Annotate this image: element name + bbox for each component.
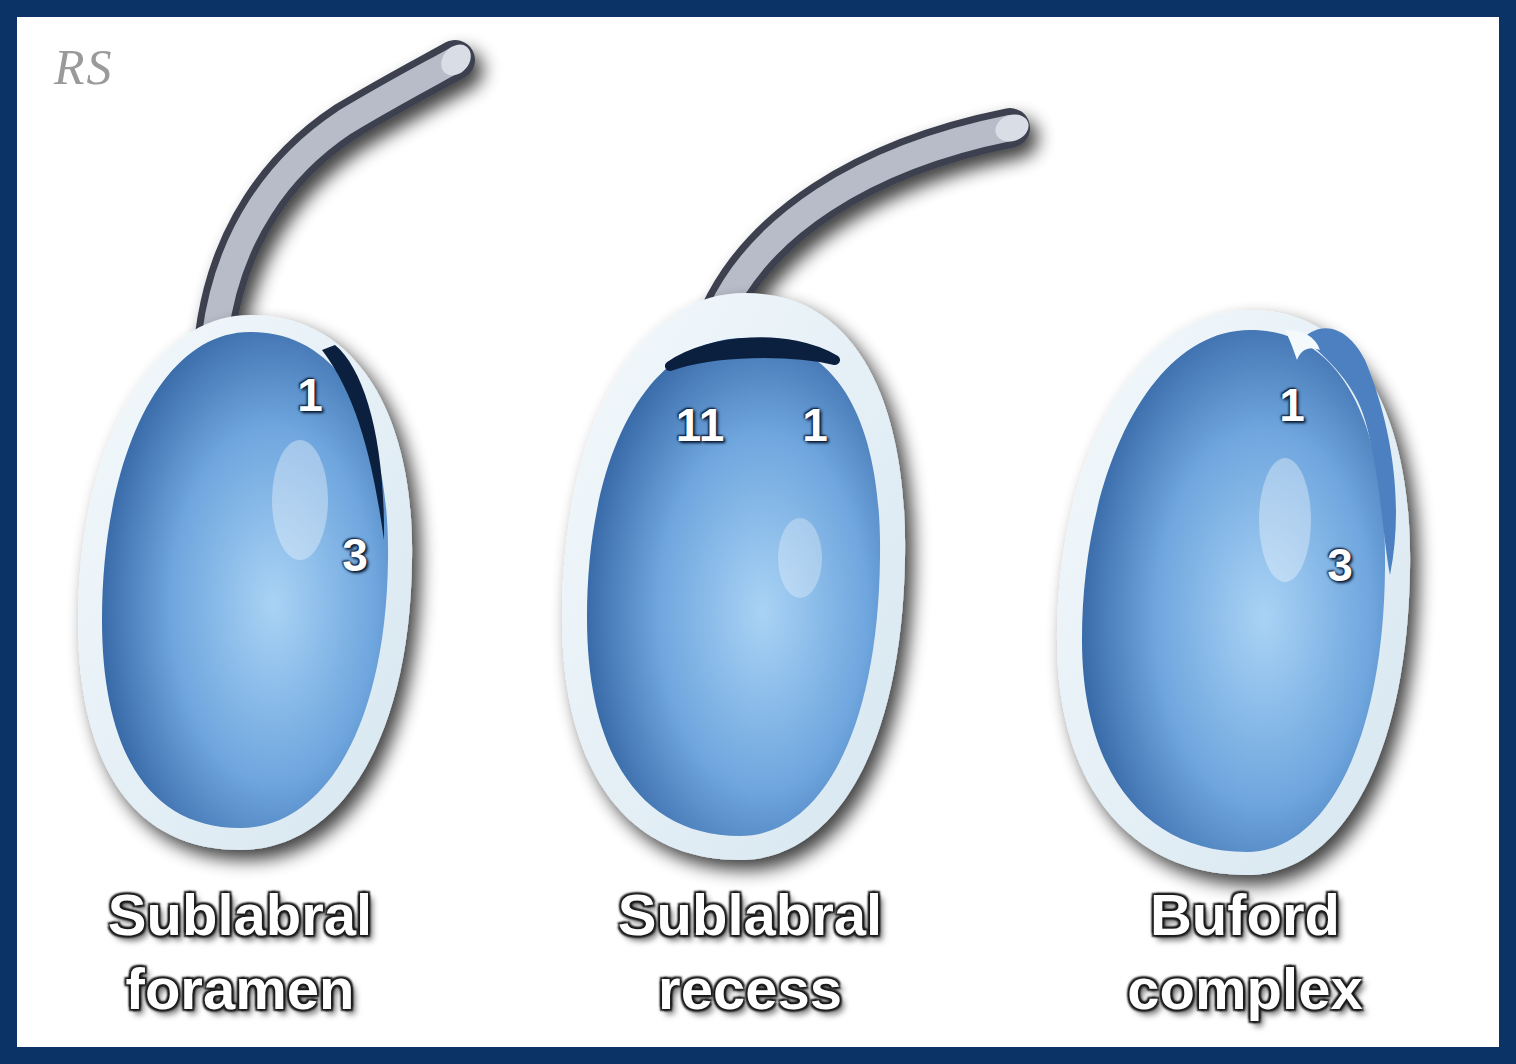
highlight	[1259, 458, 1311, 582]
ground	[17, 17, 1499, 1047]
glenoid-cartilage	[1082, 330, 1385, 852]
callout-number: 1	[1279, 378, 1305, 432]
glenoid-cartilage	[587, 338, 880, 836]
callout-number: 3	[342, 528, 368, 582]
tendon-end	[435, 39, 477, 82]
labrum-rim	[1057, 310, 1410, 875]
watermark: RS	[54, 38, 114, 96]
foramen-gap	[322, 345, 384, 540]
glenoid-buford	[1057, 310, 1410, 875]
glenoid-node: 13Sublabral foramen	[60, 300, 440, 1040]
glenoid-foramen	[78, 39, 477, 850]
glenoid-cartilage	[102, 332, 388, 828]
labrum-rim	[78, 315, 412, 850]
caption: Sublabral recess	[555, 878, 945, 1026]
recess-gap	[670, 342, 835, 366]
highlight	[778, 518, 822, 598]
biceps-tendon-highlight	[215, 60, 455, 335]
labrum-rim	[562, 293, 905, 860]
callout-number: 11	[676, 398, 725, 452]
tendon-end	[992, 110, 1033, 146]
glenoid-recess	[562, 110, 1032, 860]
highlight	[272, 440, 328, 560]
glenoid-node: 111Sublabral recess	[545, 280, 955, 1040]
caption: Sublabral foramen	[45, 878, 435, 1026]
biceps-tendon-highlight	[720, 128, 1010, 313]
callout-number: 1	[802, 398, 828, 452]
callout-number: 3	[1327, 538, 1353, 592]
caption: Buford complex	[1050, 878, 1440, 1026]
labrum-notch	[1285, 330, 1320, 360]
absent-labrum	[1303, 328, 1396, 575]
glenoid-node: 1 3Buford complex	[1040, 290, 1440, 1050]
callout-number: 1	[297, 368, 323, 422]
biceps-tendon	[720, 128, 1010, 313]
biceps-tendon	[215, 60, 455, 335]
